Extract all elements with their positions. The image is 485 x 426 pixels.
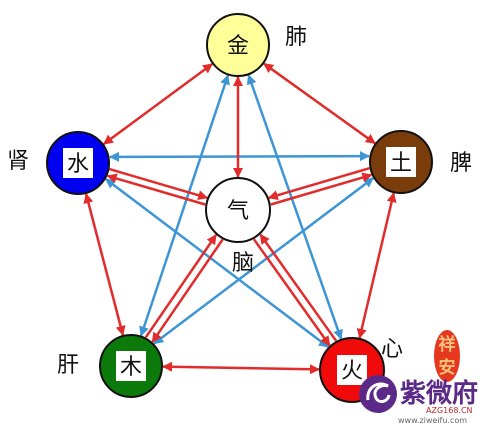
metal-circle [206,13,270,77]
arrow-wood-qi-a [144,234,218,339]
node-wood: 木 [99,334,163,398]
watermark-code: AZG168.CN [426,406,473,415]
wood-label-box [116,351,146,381]
qi-circle [205,177,271,243]
organ-label-spleen: 脾 [450,151,472,176]
organ-label-kidney: 肾 [7,149,29,174]
watermark: 紫微府 AZG168.CN www.ziweifu.com [359,375,478,425]
arrow-earth-fire [356,192,397,339]
watermark-swirl-icon [366,382,391,404]
arrow-water-qi-a [109,167,209,201]
earth-label-box [386,147,416,177]
earth-glyph: 土 [390,151,412,176]
arrow-fire-qi-a [259,233,338,342]
organ-label-liver: 肝 [57,353,79,378]
organ-label-lung: 肺 [285,25,307,50]
arrow-fire-qi-b [252,238,331,347]
arrow-metal-earth [263,62,376,145]
seal-stamp: 祥 安 [434,330,460,382]
generate-arrows [83,62,397,375]
metal-glyph: 金 [227,34,249,59]
watermark-url: www.ziweifu.com [398,416,467,425]
watermark-logo-icon [359,375,397,413]
node-earth: 土 [369,130,433,194]
arrow-earth-qi-b [270,172,373,206]
node-metal: 金 [206,13,270,77]
fire-label-box [337,355,367,385]
qi-glyph: 气 [227,199,249,224]
arrow-earth-qi-a [267,167,370,201]
water-glyph: 水 [67,152,89,177]
water-label-box [63,148,93,178]
seal-char-2: 安 [439,357,456,378]
node-water: 水 [46,131,110,195]
arrow-water-wood [83,193,126,336]
node-qi: 气 [205,177,271,243]
arrow-water-earth [109,151,370,162]
organ-label-brain: 脑 [232,251,254,276]
seal-shape [434,330,460,382]
organ-label-heart: 心 [381,337,403,362]
arrow-metal-water [102,62,214,146]
arrow-wood-fire [162,361,320,375]
arrow-water-qi-b [106,173,206,206]
wood-glyph: 木 [120,355,142,380]
watermark-brand: 紫微府 [400,378,478,409]
seal-char-1: 祥 [439,334,456,355]
fire-glyph: 火 [341,359,363,384]
arrow-wood-qi-b [151,238,224,343]
arrow-earth-wood [153,177,374,345]
